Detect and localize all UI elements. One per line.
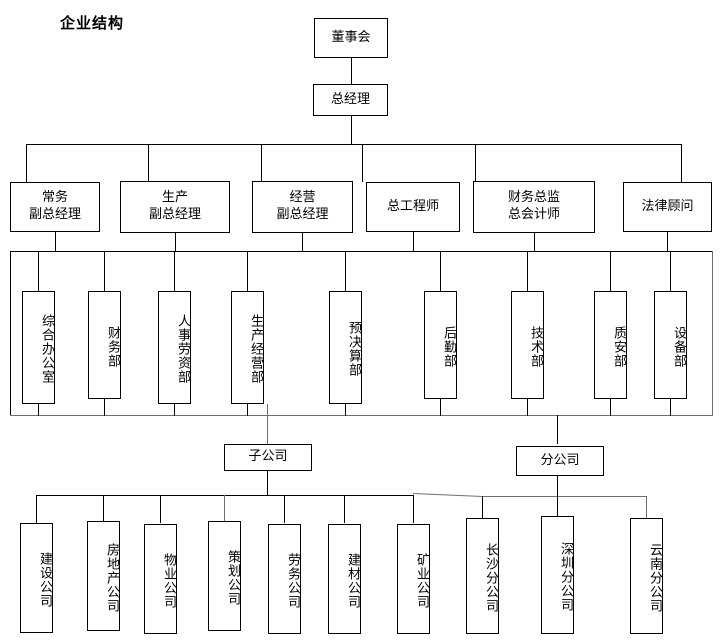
connector-subsidiary-drop bbox=[267, 471, 268, 495]
connector-exec6-down bbox=[667, 232, 668, 251]
node-subsidiary-7[interactable]: 矿业公司 bbox=[397, 524, 430, 634]
node-subsidiary-6[interactable]: 建材公司 bbox=[328, 524, 361, 634]
connector-dept-5 bbox=[345, 251, 346, 291]
connector-branch-2 bbox=[557, 496, 558, 523]
node-department-5[interactable]: 预决算部 bbox=[329, 291, 362, 404]
connector-dept-3 bbox=[174, 251, 175, 291]
connector-exec4-down bbox=[413, 232, 414, 251]
node-department-9[interactable]: 设备部 bbox=[654, 291, 687, 399]
node-executive-3[interactable]: 经营 副总经理 bbox=[252, 181, 353, 233]
connector-exec-4 bbox=[362, 144, 363, 182]
connector-to-branch-group bbox=[557, 415, 558, 444]
node-executive-1-line1: 常务 bbox=[41, 190, 68, 206]
node-department-4[interactable]: 生产经营部 bbox=[231, 291, 264, 404]
node-group-subsidiary[interactable]: 子公司 bbox=[224, 444, 312, 471]
connector-dept-8-down bbox=[610, 399, 611, 416]
node-subsidiary-5[interactable]: 劳务公司 bbox=[268, 524, 301, 634]
connector-exec1-down bbox=[55, 232, 56, 251]
node-executive-2[interactable]: 生产 副总经理 bbox=[120, 181, 230, 233]
node-executive-5[interactable]: 财务总监 总会计师 bbox=[473, 181, 595, 233]
node-subsidiary-1[interactable]: 建设公司 bbox=[20, 523, 53, 633]
node-executive-3-line1: 经营 bbox=[289, 190, 316, 206]
node-executive-2-line1: 生产 bbox=[161, 190, 188, 206]
connector-exec-6 bbox=[681, 144, 682, 182]
connector-exec-1 bbox=[26, 144, 27, 182]
connector-dept-9-down bbox=[670, 399, 671, 416]
node-department-7[interactable]: 技术部 bbox=[511, 291, 544, 399]
connector-sub-3 bbox=[160, 495, 161, 523]
node-executive-5-line1: 财务总监 bbox=[507, 190, 560, 206]
department-left-rail bbox=[10, 251, 11, 416]
connector-gm-drop bbox=[351, 116, 352, 144]
executive-bus-bar bbox=[26, 144, 681, 145]
connector-exec-3 bbox=[261, 144, 262, 182]
connector-sub-5 bbox=[284, 495, 285, 523]
connector-dept-2-down bbox=[104, 399, 105, 416]
connector-branch-drop bbox=[557, 476, 558, 496]
node-executive-4[interactable]: 总工程师 bbox=[366, 182, 460, 232]
connector-dept-6-down bbox=[440, 399, 441, 416]
department-bottom-bus bbox=[10, 415, 713, 416]
page-title: 企业结构 bbox=[60, 14, 125, 32]
connector-dept-2 bbox=[104, 251, 105, 291]
node-executive-2-line2: 副总经理 bbox=[148, 207, 201, 222]
connector-dept-5-down bbox=[345, 404, 346, 416]
node-department-3[interactable]: 人事劳资部 bbox=[158, 291, 191, 404]
connector-dept-9 bbox=[670, 251, 671, 291]
connector-exec5-down bbox=[534, 233, 535, 251]
node-subsidiary-3[interactable]: 物业公司 bbox=[144, 524, 177, 634]
branch-bus-right-end bbox=[646, 496, 647, 524]
node-department-1[interactable]: 综合办公室 bbox=[22, 291, 55, 404]
connector-dept-7-down bbox=[527, 399, 528, 416]
connector-sub-6 bbox=[344, 495, 345, 523]
node-branch-3[interactable]: 云南分公司 bbox=[630, 518, 663, 634]
connector-dept-1 bbox=[38, 251, 39, 291]
connector-to-subsidiary-group bbox=[267, 404, 268, 444]
connector-dept-6 bbox=[440, 251, 441, 291]
branch-bus-bar bbox=[482, 496, 646, 497]
node-executive-5-line2: 总会计师 bbox=[507, 207, 560, 222]
department-right-rail bbox=[712, 251, 713, 416]
node-department-6[interactable]: 后勤部 bbox=[424, 291, 457, 399]
connector-dept-1-down bbox=[38, 404, 39, 416]
department-top-bus bbox=[10, 251, 713, 252]
connector-sub-4 bbox=[224, 495, 225, 523]
connector-exec-5 bbox=[475, 144, 476, 182]
node-subsidiary-2[interactable]: 房地产公司 bbox=[87, 521, 120, 631]
node-subsidiary-4[interactable]: 策划公司 bbox=[208, 521, 241, 631]
connector-dept-8 bbox=[610, 251, 611, 291]
node-executive-6[interactable]: 法律顾问 bbox=[623, 182, 712, 232]
node-department-2[interactable]: 财务部 bbox=[88, 291, 121, 399]
connector-dept-3-down bbox=[174, 404, 175, 416]
node-branch-1[interactable]: 长沙分公司 bbox=[466, 518, 499, 634]
node-department-8[interactable]: 质安部 bbox=[594, 291, 627, 399]
node-board[interactable]: 董事会 bbox=[314, 18, 388, 58]
connector-exec-2 bbox=[148, 144, 149, 182]
connector-exec3-down bbox=[302, 233, 303, 251]
node-executive-3-line2: 副总经理 bbox=[276, 207, 329, 222]
connector-dept-7 bbox=[527, 251, 528, 291]
connector-exec2-down bbox=[175, 233, 176, 251]
connector-dept-4-down bbox=[247, 404, 248, 416]
node-group-branch[interactable]: 分公司 bbox=[516, 446, 604, 476]
connector-sub-7 bbox=[413, 495, 414, 523]
subsidiary-bus-bar-slope bbox=[412, 493, 483, 498]
connector-sub-1 bbox=[36, 495, 37, 523]
connector-sub-2 bbox=[103, 495, 104, 523]
node-executive-1[interactable]: 常务 副总经理 bbox=[10, 182, 100, 232]
node-general-manager[interactable]: 总经理 bbox=[313, 84, 388, 116]
branch-bus-left-end bbox=[482, 496, 483, 524]
node-executive-1-line2: 副总经理 bbox=[28, 207, 81, 222]
node-branch-2[interactable]: 深圳分公司 bbox=[541, 516, 574, 634]
connector-dept-4 bbox=[247, 251, 248, 291]
connector-board-to-gm bbox=[351, 58, 352, 84]
